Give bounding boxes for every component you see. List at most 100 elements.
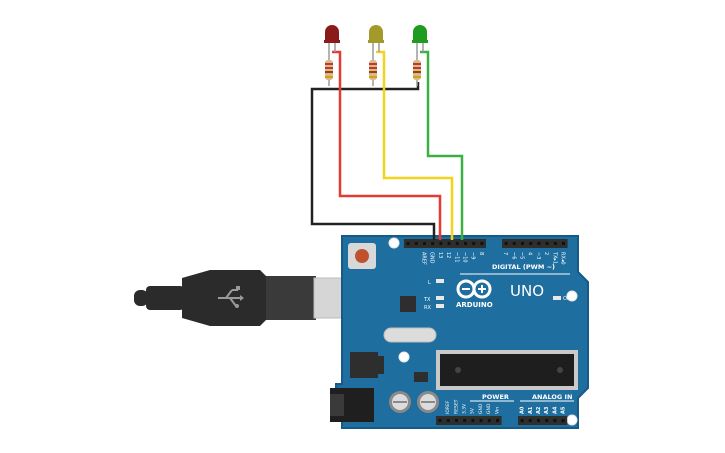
header-pin[interactable] bbox=[561, 419, 565, 422]
resistor-band bbox=[369, 63, 377, 65]
header-pin[interactable] bbox=[464, 242, 467, 245]
digital-pin-label: AREF bbox=[421, 252, 427, 265]
header-pin[interactable] bbox=[537, 419, 540, 422]
power-pin-label: GND bbox=[486, 403, 492, 414]
digital-pin-label: ~6 bbox=[510, 252, 516, 259]
header-strip bbox=[502, 239, 568, 248]
header-pin[interactable] bbox=[455, 419, 458, 422]
digital-pin-label: TX▸1 bbox=[551, 251, 557, 264]
header-pin[interactable] bbox=[447, 242, 451, 245]
power-pin-label: Vin bbox=[494, 407, 500, 414]
led-rim bbox=[324, 40, 340, 43]
header-strip bbox=[436, 416, 502, 425]
header-pin[interactable] bbox=[438, 419, 442, 422]
header-pin[interactable] bbox=[528, 419, 532, 422]
header-pin[interactable] bbox=[414, 242, 418, 245]
header-pin[interactable] bbox=[471, 419, 475, 422]
resistor[interactable] bbox=[413, 56, 421, 86]
header-pin[interactable] bbox=[520, 419, 524, 422]
resistor-band bbox=[413, 71, 421, 73]
reset-button[interactable] bbox=[355, 249, 369, 263]
rx-label: RX bbox=[424, 305, 431, 311]
header-pin[interactable] bbox=[537, 242, 541, 245]
analog-pin-label: A5 bbox=[561, 406, 567, 414]
power-pin-label: 3.3V bbox=[462, 403, 468, 414]
header-pin[interactable] bbox=[439, 242, 443, 245]
header-pin[interactable] bbox=[423, 242, 426, 245]
power-pin-label: RESET bbox=[453, 399, 459, 414]
header-pin[interactable] bbox=[455, 242, 459, 245]
header-pin[interactable] bbox=[553, 242, 557, 245]
header-pin[interactable] bbox=[463, 419, 467, 422]
header-pin[interactable] bbox=[406, 242, 410, 245]
green-wire[interactable] bbox=[420, 50, 464, 240]
usb-cable-tip bbox=[134, 290, 148, 306]
small-ic bbox=[414, 372, 428, 382]
l-label: L bbox=[428, 280, 431, 286]
usb-cable[interactable] bbox=[134, 270, 375, 326]
digital-pin-label: 13 bbox=[437, 252, 443, 258]
power-jack-front bbox=[330, 394, 344, 416]
analog-pin-label: A3 bbox=[544, 406, 550, 414]
header-pin[interactable] bbox=[504, 242, 508, 245]
header-pin[interactable] bbox=[521, 242, 524, 245]
header-pin[interactable] bbox=[562, 242, 565, 245]
header-pin[interactable] bbox=[431, 242, 435, 245]
red-wire[interactable] bbox=[332, 50, 442, 240]
digital-label: DIGITAL (PWM ~) bbox=[492, 263, 555, 271]
bottom-header bbox=[436, 416, 568, 425]
capacitor bbox=[417, 391, 439, 413]
l-led bbox=[436, 279, 444, 283]
led-body bbox=[413, 25, 427, 42]
digital-pin-label: 4 bbox=[527, 252, 533, 255]
usb-chip bbox=[400, 296, 416, 312]
resistor-band bbox=[413, 67, 421, 69]
digital-pin-label: GND bbox=[429, 252, 435, 264]
resistor-band bbox=[369, 71, 377, 73]
header-pin[interactable] bbox=[479, 419, 483, 422]
header-pin[interactable] bbox=[553, 419, 557, 422]
resistor[interactable] bbox=[369, 56, 377, 86]
power-pin-label: GND bbox=[478, 403, 484, 414]
power-pin-label: 5V bbox=[470, 407, 476, 414]
crystal-oscillator bbox=[383, 327, 437, 343]
header-pin[interactable] bbox=[446, 419, 450, 422]
atmega-chip bbox=[440, 354, 574, 386]
digital-pin-label: 8 bbox=[478, 252, 484, 255]
header-pin[interactable] bbox=[496, 419, 499, 422]
tx-label: TX bbox=[423, 297, 431, 303]
yellow-wire[interactable] bbox=[376, 50, 454, 240]
resistor-band bbox=[369, 67, 377, 69]
resistor-band bbox=[325, 63, 333, 65]
header-pin[interactable] bbox=[529, 242, 533, 245]
rx-led bbox=[436, 304, 444, 308]
digital-pin-label: ~11 bbox=[453, 252, 459, 263]
header-pin[interactable] bbox=[545, 242, 549, 245]
regulator-tab bbox=[378, 356, 384, 374]
header-pin[interactable] bbox=[480, 242, 484, 245]
power-pin-label: IOREF bbox=[445, 400, 451, 414]
voltage-regulator bbox=[350, 352, 378, 378]
mounting-hole bbox=[566, 290, 578, 302]
digital-pin-label: 2 bbox=[543, 252, 549, 255]
on-led bbox=[553, 296, 561, 300]
header-pin[interactable] bbox=[512, 242, 516, 245]
red-led[interactable] bbox=[324, 25, 340, 56]
yellow-led[interactable] bbox=[368, 25, 384, 56]
chip-dot bbox=[557, 367, 563, 373]
digital-pin-label: 12 bbox=[445, 252, 451, 258]
green-led[interactable] bbox=[412, 25, 428, 56]
header-strip bbox=[404, 239, 486, 248]
header-pin[interactable] bbox=[545, 419, 549, 422]
resistor[interactable] bbox=[325, 56, 333, 86]
digital-pin-label: ~9 bbox=[470, 252, 476, 259]
header-pin[interactable] bbox=[487, 419, 491, 422]
resistor-band bbox=[369, 76, 377, 78]
header-pin[interactable] bbox=[472, 242, 476, 245]
ground-wire[interactable] bbox=[310, 82, 436, 240]
